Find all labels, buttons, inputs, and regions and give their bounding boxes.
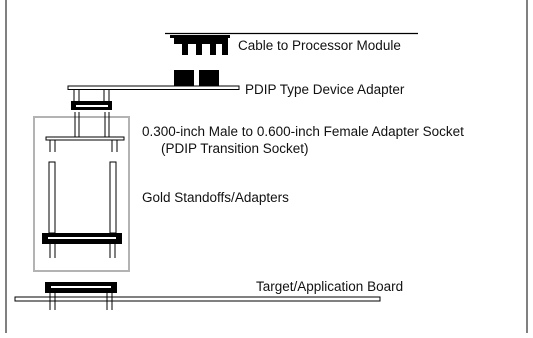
target-board — [14, 282, 381, 310]
pdip-adapter-label: PDIP Type Device Adapter — [245, 82, 405, 97]
outer-frame — [5, 0, 528, 333]
cable-label: Cable to Processor Module — [238, 38, 401, 53]
transition-socket-label-line1: 0.300-inch Male to 0.600-inch Female Ada… — [142, 124, 464, 139]
transition-socket-label-line2: (PDIP Transition Socket) — [161, 141, 309, 156]
target-board-label: Target/Application Board — [256, 279, 403, 294]
pdip-adapter — [67, 70, 240, 110]
transition-socket — [45, 112, 125, 152]
transition-group-box — [33, 116, 130, 272]
cable-assembly — [165, 32, 418, 55]
standoffs-label: Gold Standoffs/Adapters — [142, 190, 289, 205]
gold-standoffs — [42, 161, 122, 258]
